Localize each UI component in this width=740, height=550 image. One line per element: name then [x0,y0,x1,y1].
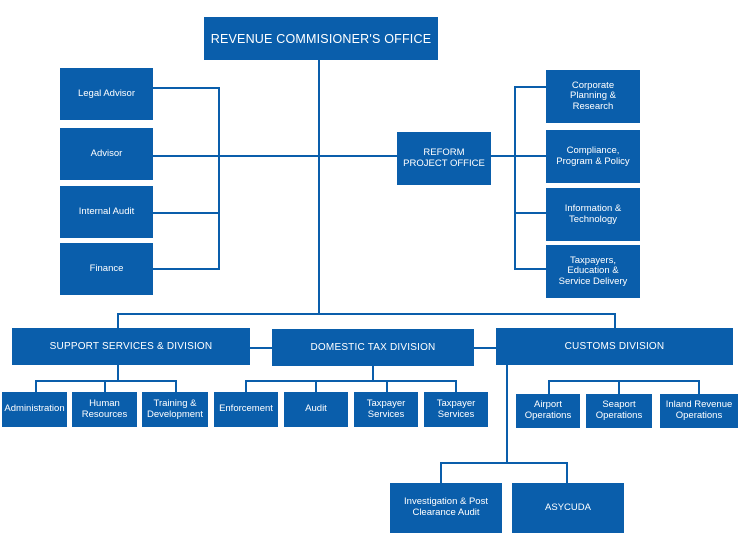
support-services-division-label: SUPPORT SERVICES & DIVISION [49,340,213,352]
connector-customs-stem [506,365,508,463]
audit-label: Audit [305,403,327,415]
inland-revenue-operations-label: Inland Revenue Operations [665,399,733,421]
connector-customs-d1 [548,380,550,394]
connector-support-drop [117,313,119,329]
enforcement-label: Enforcement [219,403,273,415]
connector-corporate [514,86,547,88]
connector-support-d2 [104,380,106,392]
connector-customs-lower-d1 [440,462,442,484]
administration-label: Administration [4,403,65,415]
connector-taxpayers [514,268,547,270]
investigation-post-clearance-label: Investigation & Post Clearance Audit [404,496,488,518]
enforcement-box: Enforcement [214,392,278,427]
connector-support-d1 [35,380,37,392]
finance-label: Finance [89,262,124,274]
taxpayer-services-label-2: Taxpayer Services [436,397,476,420]
domestic-tax-division-box: DOMESTIC TAX DIVISION [272,329,474,366]
seaport-operations-label: Seaport Operations [595,399,643,421]
support-services-division-box: SUPPORT SERVICES & DIVISION [12,328,250,365]
advisor-box: Advisor [60,128,153,180]
revenue-commissioner-office-label: REVENUE COMMISIONER'S OFFICE [210,31,432,46]
connector-finance [152,268,220,270]
connector-customs-bus [548,380,700,382]
connector-it [514,212,547,214]
reform-project-office-box: REFORM PROJECT OFFICE [397,132,491,185]
reform-project-office-label: REFORM PROJECT OFFICE [403,146,485,169]
administration-box: Administration [2,392,67,427]
connector-support-d3 [175,380,177,392]
connector-legal [152,87,220,89]
inland-revenue-operations-box: Inland Revenue Operations [660,394,738,428]
internal-audit-box: Internal Audit [60,186,153,238]
customs-division-label: CUSTOMS DIVISION [564,340,665,352]
asycuda-box: ASYCUDA [512,483,624,533]
connector-audit [152,212,220,214]
information-technology-label: Information & Technology [564,202,622,225]
taxpayer-services-box-1: Taxpayer Services [354,392,418,427]
connector-customs-d3 [698,380,700,394]
connector-right-bracket [514,86,516,269]
internal-audit-label: Internal Audit [78,205,135,217]
training-development-box: Training & Development [142,392,208,427]
connector-div-link-left [250,347,272,349]
connector-left-bracket [218,87,220,269]
advisor-label: Advisor [90,147,123,159]
connector-customs-lower-d2 [566,462,568,484]
connector-domestic-d3 [386,380,388,392]
connector-division-bus [117,313,616,315]
connector-advisor [152,155,398,157]
connector-compliance [514,155,547,157]
human-resources-box: Human Resources [72,392,137,427]
taxpayers-education-label: Taxpayers, Education & Service Delivery [558,254,628,287]
legal-advisor-label: Legal Advisor [77,87,136,99]
connector-customs-d2 [618,380,620,394]
seaport-operations-box: Seaport Operations [586,394,652,428]
corporate-planning-box: Corporate Planning & Research [546,70,640,123]
finance-box: Finance [60,243,153,295]
taxpayer-services-box-2: Taxpayer Services [424,392,488,427]
connector-domestic-bus [245,380,457,382]
legal-advisor-box: Legal Advisor [60,68,153,120]
connector-reform-right [490,155,516,157]
taxpayers-education-box: Taxpayers, Education & Service Delivery [546,245,640,298]
investigation-post-clearance-box: Investigation & Post Clearance Audit [390,483,502,533]
connector-domestic-stem [372,366,374,381]
connector-support-stem [117,365,119,381]
compliance-program-box: Compliance, Program & Policy [546,130,640,183]
taxpayer-services-label-1: Taxpayer Services [366,397,406,420]
information-technology-box: Information & Technology [546,188,640,241]
airport-operations-label: Airport Operations [524,399,572,421]
revenue-commissioner-office-box: REVENUE COMMISIONER'S OFFICE [204,17,438,60]
asycuda-label: ASYCUDA [545,501,591,513]
connector-domestic-d1 [245,380,247,392]
human-resources-label: Human Resources [81,397,128,420]
connector-support-bus [35,380,177,382]
connector-div-link-right [474,347,496,349]
domestic-tax-division-label: DOMESTIC TAX DIVISION [310,341,436,353]
audit-box: Audit [284,392,348,427]
corporate-planning-label: Corporate Planning & Research [570,79,616,112]
compliance-program-label: Compliance, Program & Policy [556,144,630,167]
airport-operations-box: Airport Operations [516,394,580,428]
training-development-label: Training & Development [147,397,203,420]
connector-domestic-d2 [315,380,317,392]
connector-domestic-d4 [455,380,457,392]
connector-customs-lower-bus [440,462,568,464]
customs-division-box: CUSTOMS DIVISION [496,328,733,365]
connector-trunk [318,60,320,314]
connector-customs-drop [614,313,616,329]
